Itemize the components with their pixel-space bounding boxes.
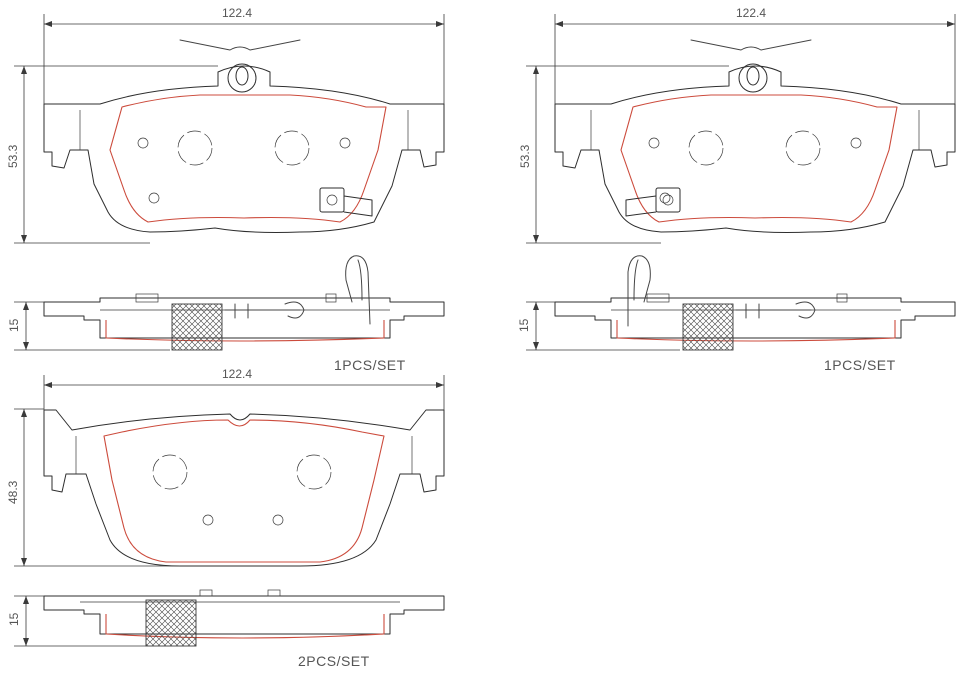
top-right-height-label: 53.3	[518, 144, 532, 168]
bottom-height-label: 48.3	[6, 480, 20, 504]
bottom-thickness-label: 15	[7, 612, 21, 626]
bottom-front-view	[43, 409, 445, 567]
sensor-wire-right	[627, 255, 651, 327]
top-right-thickness-dimension: 15	[517, 301, 680, 351]
bottom-quantity-label: 2PCS/SET	[298, 653, 370, 669]
top-left-side-view	[43, 255, 445, 351]
bottom-height-dimension: 48.3	[6, 408, 180, 567]
top-left-height-label: 53.3	[6, 144, 20, 168]
top-right-front-view	[554, 39, 956, 234]
top-left-thickness-dimension: 15	[7, 301, 170, 351]
top-right-width-label: 122.4	[736, 6, 766, 20]
bottom-side-view	[43, 589, 445, 647]
top-right-quantity-label: 1PCS/SET	[824, 357, 896, 373]
top-left-width-label: 122.4	[222, 6, 252, 20]
top-right-width-dimension: 122.4	[554, 6, 956, 104]
sensor-wire	[345, 255, 371, 325]
wear-sensor-tab	[319, 187, 373, 217]
top-right-thickness-label: 15	[517, 318, 531, 332]
top-left-thickness-label: 15	[7, 318, 21, 332]
wear-sensor-tab-right	[625, 187, 681, 217]
top-left-front-view	[43, 39, 445, 234]
top-right-height-dimension: 53.3	[518, 65, 729, 244]
top-right-side-view	[554, 255, 956, 351]
top-left-width-dimension: 122.4	[43, 6, 445, 104]
bottom-width-label: 122.4	[222, 367, 252, 381]
top-left-quantity-label: 1PCS/SET	[334, 357, 406, 373]
bottom-width-dimension: 122.4	[43, 367, 445, 410]
bottom-thickness-dimension: 15	[7, 595, 146, 647]
top-left-height-dimension: 53.3	[6, 65, 218, 244]
